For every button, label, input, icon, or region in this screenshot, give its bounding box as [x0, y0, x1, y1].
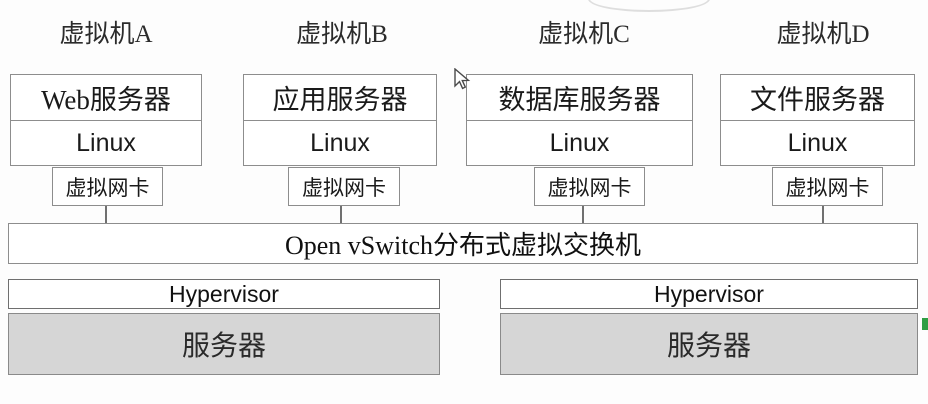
vm-box-b[interactable]: 应用服务器 Linux: [243, 74, 437, 166]
vm-box-a[interactable]: Web服务器 Linux: [10, 74, 202, 166]
vm-box-c[interactable]: 数据库服务器 Linux: [466, 74, 693, 166]
green-edge-marker: [922, 318, 928, 330]
open-vswitch-box[interactable]: Open vSwitch分布式虚拟交换机: [8, 223, 918, 264]
vm-app-b: 应用服务器: [244, 75, 436, 121]
connector-nic-b-to-switch: [340, 206, 342, 224]
vm-app-c: 数据库服务器: [467, 75, 692, 121]
vm-label-a: 虚拟机A: [59, 21, 153, 48]
server-box-left[interactable]: 服务器: [8, 313, 440, 375]
vm-app-d: 文件服务器: [721, 75, 914, 121]
vm-os-c: Linux: [549, 128, 610, 157]
server-box-right[interactable]: 服务器: [500, 313, 918, 375]
vm-nic-b[interactable]: 虚拟网卡: [288, 167, 400, 206]
decorative-arc: [588, 0, 710, 12]
vm-label-c: 虚拟机C: [538, 21, 630, 48]
vm-nic-c[interactable]: 虚拟网卡: [534, 167, 645, 206]
vm-os-a: Linux: [76, 128, 136, 157]
connector-nic-a-to-switch: [105, 206, 107, 224]
vm-box-d[interactable]: 文件服务器 Linux: [720, 74, 915, 166]
hypervisor-box-left[interactable]: Hypervisor: [8, 279, 440, 309]
vm-nic-a[interactable]: 虚拟网卡: [52, 167, 163, 206]
vm-label-b: 虚拟机B: [296, 21, 388, 48]
connector-nic-d-to-switch: [822, 206, 824, 224]
vm-os-b: Linux: [310, 128, 370, 157]
hypervisor-box-right[interactable]: Hypervisor: [500, 279, 918, 309]
connector-nic-c-to-switch: [582, 206, 584, 224]
vm-nic-d[interactable]: 虚拟网卡: [772, 167, 883, 206]
vm-os-d: Linux: [787, 128, 848, 157]
vm-label-d: 虚拟机D: [776, 21, 870, 48]
vm-app-a: Web服务器: [11, 75, 201, 121]
